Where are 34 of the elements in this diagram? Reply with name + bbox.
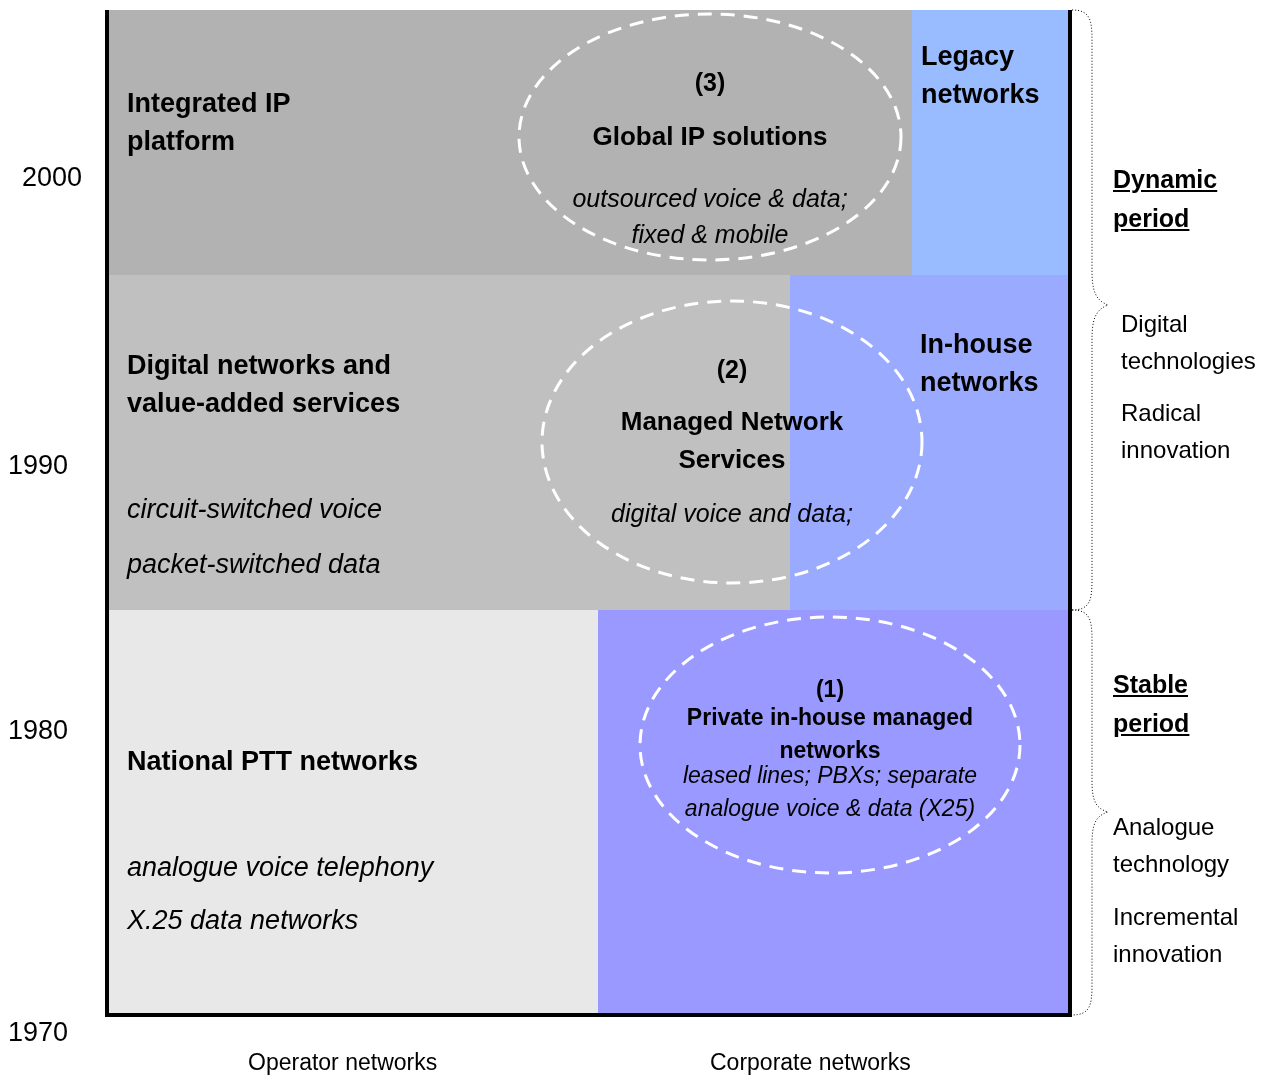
band-heading: Integrated IP platform xyxy=(127,87,292,158)
band-item: circuit-switched voice xyxy=(127,493,384,526)
ellipse-number: (3) xyxy=(693,67,727,98)
period-band xyxy=(107,10,912,275)
period-note: Incremental innovation xyxy=(1113,902,1240,970)
year-label: 1980 xyxy=(8,714,70,747)
period-band xyxy=(107,610,598,1015)
period-heading: Dynamic period xyxy=(1113,164,1219,234)
period-band xyxy=(912,10,1070,275)
year-label: 1970 xyxy=(8,1016,70,1049)
axis-label: Corporate networks xyxy=(710,1048,912,1077)
period-heading: Stable period xyxy=(1113,669,1191,739)
ellipse-heading: Managed Network Services xyxy=(619,405,845,476)
band-item: X.25 data networks xyxy=(127,904,360,937)
period-note: Digital technologies xyxy=(1121,309,1257,377)
period-note: Radical innovation xyxy=(1121,398,1232,466)
year-label: 2000 xyxy=(22,161,84,194)
axis-label: Operator networks xyxy=(248,1048,439,1077)
band-item: packet-switched data xyxy=(127,548,382,581)
band-heading: In-house networks xyxy=(920,328,1040,399)
period-band xyxy=(598,610,1070,1015)
ellipse-heading: Global IP solutions xyxy=(591,120,829,153)
dashed-ellipse xyxy=(638,615,1022,875)
ellipse-description: outsourced voice & data; fixed & mobile xyxy=(571,183,849,251)
year-label: 1990 xyxy=(8,449,70,482)
ellipse-number: (2) xyxy=(715,354,749,385)
dashed-ellipse xyxy=(517,12,903,262)
ellipse-description: digital voice and data; xyxy=(610,498,854,529)
band-heading: National PTT networks xyxy=(127,745,420,778)
ellipse-number: (1) xyxy=(814,675,846,704)
band-item: analogue voice telephony xyxy=(127,851,436,884)
band-heading: Digital networks and value-added services xyxy=(127,349,402,420)
band-heading: Legacy networks xyxy=(921,40,1041,111)
period-note: Analogue technology xyxy=(1113,812,1231,880)
